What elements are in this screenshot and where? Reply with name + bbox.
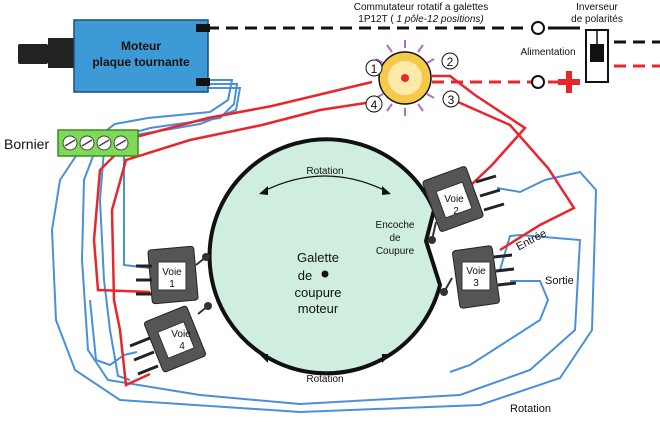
disc-line3: coupure: [295, 285, 342, 300]
notch-line2: de: [389, 233, 401, 244]
terminal-circle-bottom: [531, 75, 545, 89]
voie2-line1: Voie: [444, 194, 464, 205]
terminal-label: Bornier: [4, 136, 49, 152]
microswitch-voie3: [440, 245, 517, 309]
position-3: 3: [448, 93, 455, 107]
disc-center: [321, 270, 329, 278]
voie2-line2: 2: [453, 206, 459, 217]
plus-icon: [558, 71, 580, 93]
power-label: Alimentation: [520, 47, 575, 58]
motor-subtitle: plaque tournante: [92, 55, 190, 69]
motor-title: Moteur: [121, 39, 161, 53]
voie3-line1: Voie: [466, 266, 486, 277]
notch-line1: Encoche: [376, 220, 415, 231]
switch-subtitle: 1P12T ( 1 pôle-12 positions): [358, 14, 483, 25]
microswitch-voie1: [136, 245, 210, 305]
rotation-top-label: Rotation: [306, 166, 343, 177]
sortie-label: Sortie: [545, 275, 574, 287]
switch-title: Commutateur rotatif a galettes: [354, 2, 489, 13]
position-2: 2: [447, 55, 454, 69]
terminal-block: [57, 129, 139, 157]
voie4-line1: Voie: [171, 329, 191, 340]
voie1-line1: Voie: [162, 267, 182, 278]
microswitch-voie4: [129, 302, 212, 376]
motor: [18, 19, 210, 93]
terminal-circle-top: [531, 21, 545, 35]
microswitch-voie2: [422, 166, 505, 244]
voie4-line2: 4: [179, 341, 185, 352]
rotation-bottom-label: Rotation: [306, 374, 343, 385]
position-4: 4: [371, 98, 378, 112]
rotary-switch[interactable]: [375, 40, 435, 116]
inverter-title: Inverseur: [576, 2, 618, 13]
voie3-line2: 3: [473, 278, 479, 289]
voie1-line2: 1: [169, 279, 175, 290]
position-markers: [365, 52, 460, 113]
notch-line3: Coupure: [376, 246, 415, 257]
inverter-subtitle: de polarités: [571, 14, 623, 25]
disc-line1: Galette: [297, 250, 339, 265]
position-1: 1: [371, 62, 378, 76]
rotation-arrows: [261, 175, 389, 373]
control-lines: [207, 26, 660, 44]
polarity-inverter[interactable]: [585, 29, 609, 83]
disc-line4: moteur: [298, 301, 339, 316]
disc-line2: de: [298, 268, 312, 283]
rotation-wire-label: Rotation: [510, 403, 551, 415]
